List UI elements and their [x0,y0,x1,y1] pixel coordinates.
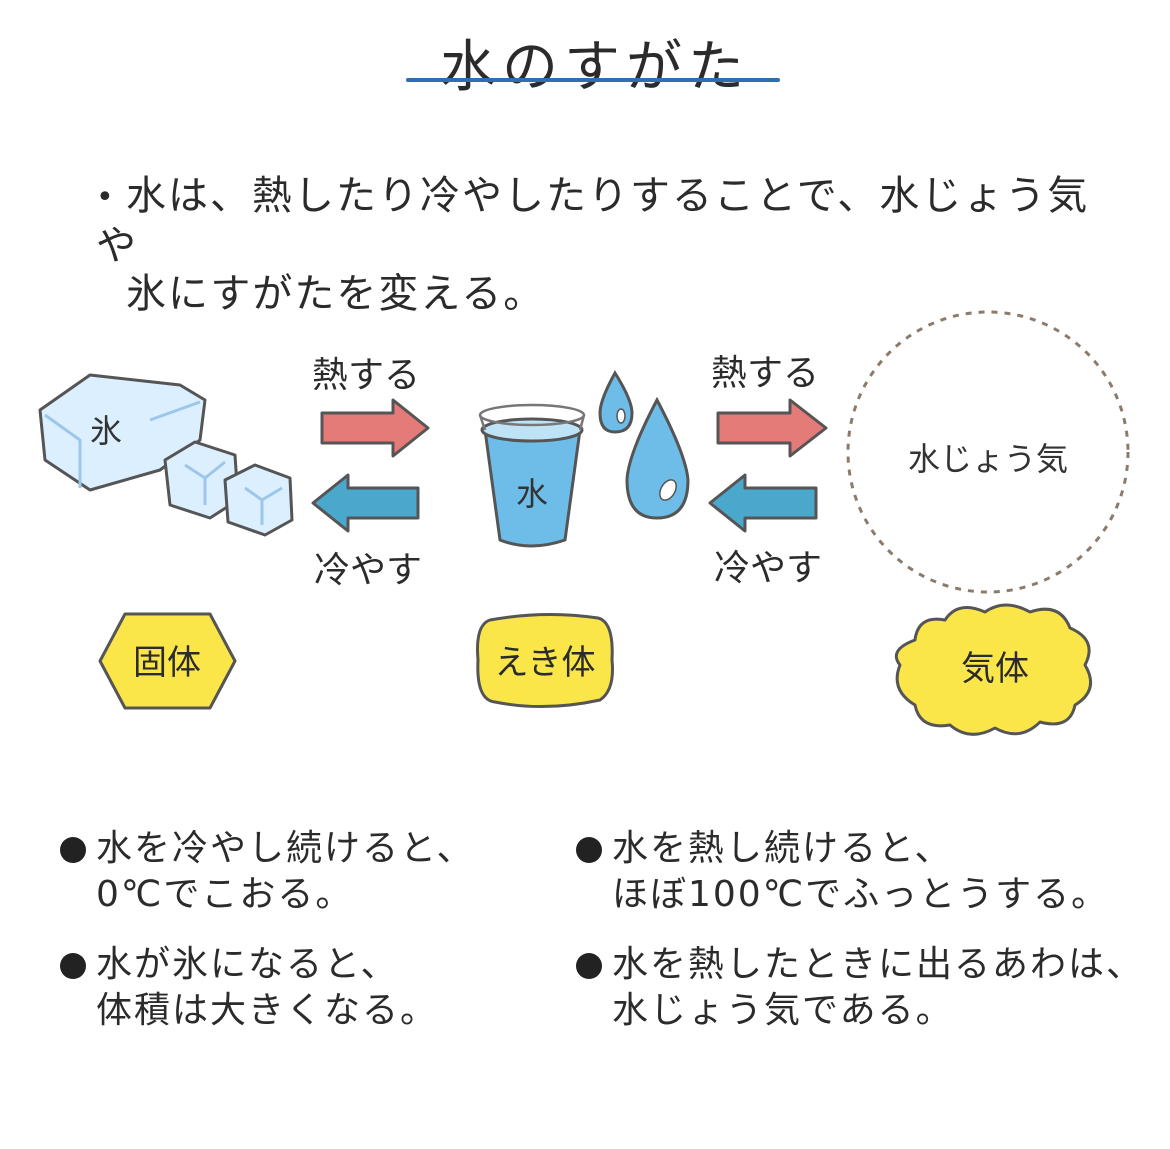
note-right-2-line1: 水を熱したときに出るあわは、 [612,944,1145,985]
note-left-2: 水が氷になると、 体積は大きくなる。 [60,942,560,1034]
note-left-1-line2: 0℃でこおる。 [96,874,354,915]
cool-label-right: 冷やす [714,548,822,589]
cool-arrow-left [311,473,420,533]
gas-badge-label: 気体 [961,649,1029,689]
heat-label-left: 熱する [312,355,420,396]
note-right-2-line2: 水じょう気である。 [612,990,954,1031]
solid-badge-label: 固体 [133,643,201,683]
ice-label: 氷 [90,412,122,450]
note-bullet [60,953,86,979]
intro-bullet: • [96,180,116,215]
droplet-large-icon [625,396,690,520]
note-left-2-line1: 水が氷になると、 [96,944,399,985]
intro-line-1: 水は、熱したり冷やしたりすることで、水じょう気や [96,173,1090,269]
solid-badge: 固体 [98,612,237,710]
note-right-1: 水を熱し続けると、 ほぼ100℃でふっとうする。 [576,826,1156,918]
intro-line-2: 氷にすがたを変える。 [126,271,546,317]
water-glass-illustration: 水 [478,403,586,548]
liquid-badge-label: えき体 [495,643,596,683]
intro-text: •水は、熱したり冷やしたりすることで、水じょう気や 氷にすがたを変える。 [96,172,1096,318]
gas-badge: 気体 [894,603,1093,736]
droplet-small-icon [598,370,634,434]
page-title: 水のすがた [440,35,750,100]
cool-arrow-right [708,473,818,533]
note-left-1-line1: 水を冷やし続けると、 [96,828,475,869]
liquid-badge: えき体 [476,612,614,709]
note-right-1-line2: ほぼ100℃でふっとうする。 [612,874,1110,915]
note-right-1-line1: 水を熱し続けると、 [612,828,953,869]
note-bullet [60,837,86,863]
title-underline [406,78,780,82]
water-label: 水 [516,475,548,513]
note-bullet [576,837,602,863]
note-bullet [576,953,602,979]
ice-illustration: 氷 [38,373,294,537]
note-left-2-line2: 体積は大きくなる。 [96,990,439,1031]
note-right-2: 水を熱したときに出るあわは、 水じょう気である。 [576,942,1156,1034]
heat-label-right: 熱する [711,353,819,394]
cool-label-left: 冷やす [314,550,422,591]
heat-arrow-right [716,398,828,458]
vapor-circle [846,310,1130,594]
water-states-diagram: 氷 熱する 冷やす 水 熱する 冷やす 水じょう気 固体 [38,310,1130,736]
vapor-label: 水じょう気 [908,440,1068,478]
note-left-1: 水を冷やし続けると、 0℃でこおる。 [60,826,560,918]
heat-arrow-left [320,398,430,458]
